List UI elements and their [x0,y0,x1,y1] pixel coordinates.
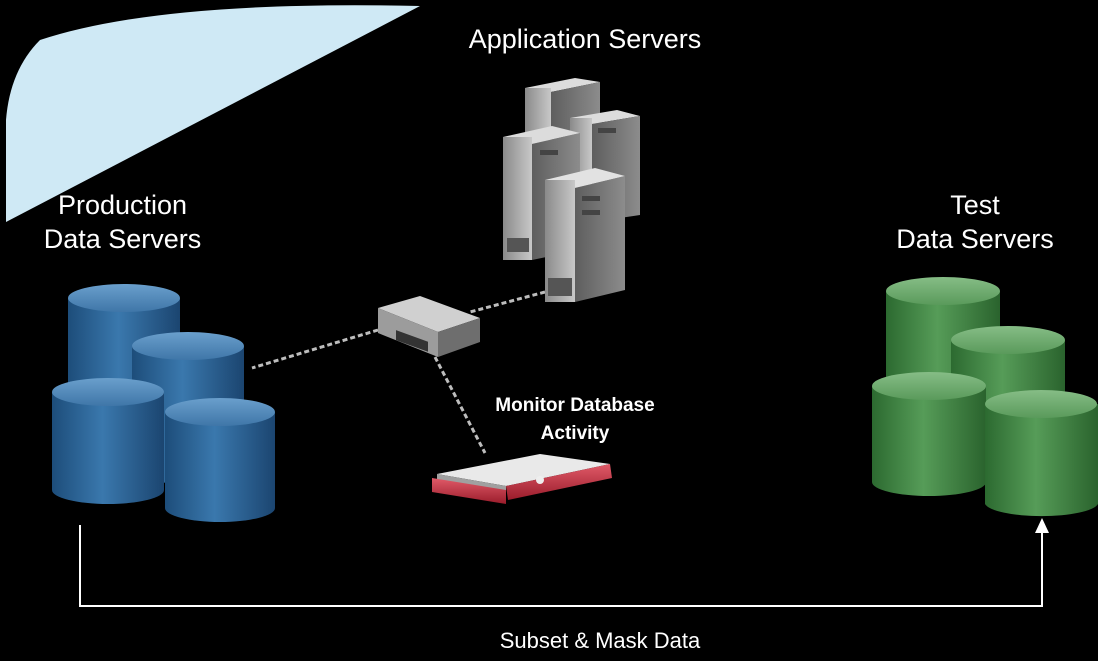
subset-mask-flow-arrow [79,525,1043,607]
production-data-servers-label: Production Data Servers [0,188,245,256]
test-db-cylinders [872,277,1098,517]
network-links [251,290,546,454]
server-tower-icon [503,78,640,302]
database-cylinder-icon [985,390,1098,517]
subset-mask-data-label: Subset & Mask Data [499,628,701,653]
security-appliance-icon [432,454,612,504]
test-data-servers-label: Test Data Servers [860,188,1090,256]
accent-shape [6,5,420,222]
database-cylinder-icon [165,398,275,522]
production-db-cylinders [52,284,275,522]
production-label-line2: Data Servers [43,224,202,254]
test-label-line1: Test [950,190,1000,220]
flow-arrowhead [1035,518,1049,533]
test-label-line2: Data Servers [896,224,1054,254]
application-servers-label: Application Servers [468,24,702,54]
monitor-label-line2: Activity [540,423,610,444]
monitor-database-activity-label: Monitor Database Activity [455,392,695,448]
database-cylinder-icon [872,372,986,496]
network-switch-icon [378,296,480,357]
monitor-label-line1: Monitor Database [495,395,655,416]
database-cylinder-icon [52,378,164,504]
production-label-line1: Production [57,190,188,220]
